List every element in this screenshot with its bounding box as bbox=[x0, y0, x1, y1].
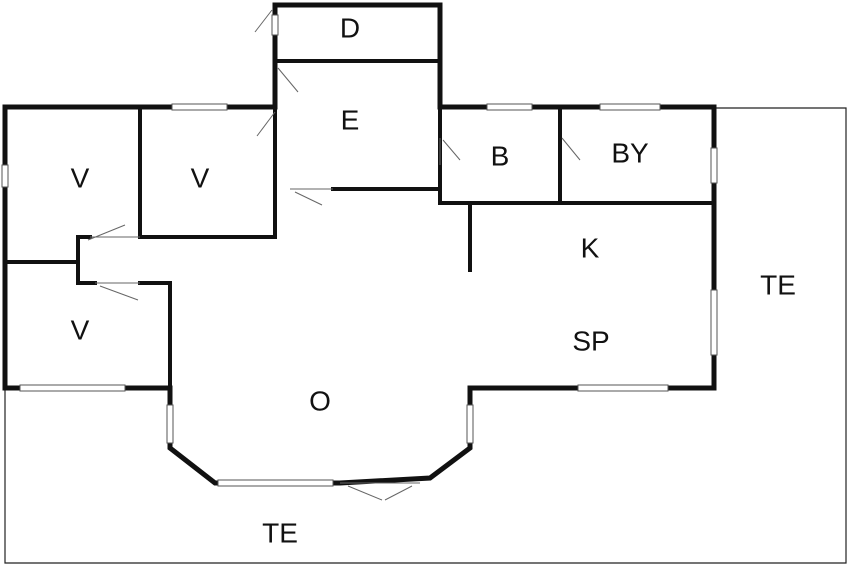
window-v3-bottom bbox=[19, 384, 126, 392]
window-e-left bbox=[271, 14, 279, 36]
exterior-wall bbox=[2, 2, 717, 486]
window-by-top bbox=[599, 103, 661, 111]
doors bbox=[87, 9, 581, 501]
door-e bbox=[277, 67, 299, 93]
room-labels: D E V V V B BY K SP O TE TE bbox=[71, 12, 796, 548]
interior-walls bbox=[3, 3, 716, 390]
window-sp-right bbox=[710, 289, 718, 356]
exterior-walls bbox=[2, 2, 717, 486]
window-v2-top bbox=[171, 103, 228, 111]
door-by bbox=[561, 137, 581, 161]
door-v1 bbox=[87, 224, 140, 241]
terrace-right bbox=[4, 107, 847, 564]
room-label-k: K bbox=[581, 232, 600, 263]
door-entrance bbox=[340, 482, 420, 501]
room-label-v1: V bbox=[71, 162, 90, 193]
window-o-right bbox=[466, 404, 474, 444]
room-label-sp: SP bbox=[572, 325, 609, 356]
room-label-b: B bbox=[491, 140, 510, 171]
door-v2 bbox=[256, 111, 276, 137]
window-by-right bbox=[710, 147, 718, 184]
windows bbox=[1, 14, 718, 487]
room-label-v2: V bbox=[191, 162, 210, 193]
window-o-left bbox=[166, 404, 174, 444]
room-label-te-right: TE bbox=[760, 269, 796, 300]
door-v3 bbox=[95, 282, 140, 301]
room-label-d: D bbox=[340, 12, 360, 43]
terrace-outlines bbox=[4, 107, 847, 564]
room-label-by: BY bbox=[611, 137, 649, 168]
door-b bbox=[439, 138, 461, 165]
room-label-o: O bbox=[309, 385, 331, 416]
room-label-te-bottom: TE bbox=[262, 517, 298, 548]
window-left-v1 bbox=[1, 164, 9, 188]
room-label-e: E bbox=[341, 104, 360, 135]
window-o-bottom bbox=[217, 479, 334, 487]
window-b-top bbox=[486, 103, 533, 111]
window-sp-bottom bbox=[577, 384, 669, 392]
door-d bbox=[254, 9, 273, 33]
door-e-bottom bbox=[290, 188, 333, 206]
room-label-v3: V bbox=[71, 314, 90, 345]
